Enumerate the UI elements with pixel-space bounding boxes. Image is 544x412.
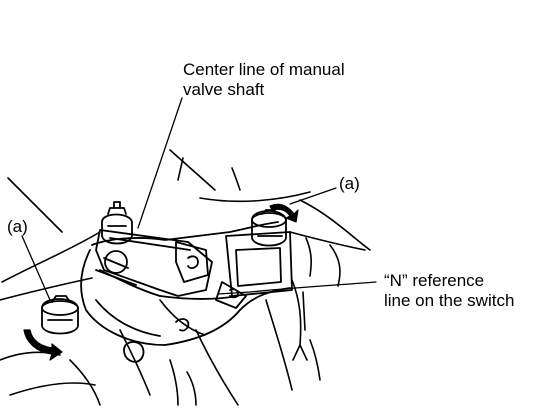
rotation-arrow-right — [269, 203, 299, 223]
shaft-bolt — [101, 201, 133, 245]
center-line-callout-line2: valve shaft — [183, 80, 265, 99]
mounting-bolt-right — [251, 209, 287, 247]
center-line-callout-line1: Center line of manual — [183, 60, 345, 79]
n-reference-callout-line1: “N” reference — [384, 271, 485, 290]
manual-valve-lever — [95, 229, 213, 297]
leader-a-left — [21, 235, 51, 301]
leader-center-line — [137, 97, 183, 229]
mounting-bolt-left — [41, 295, 79, 335]
rotation-arrow-left — [23, 329, 63, 361]
case-background-lines — [0, 149, 371, 406]
center-line-callout: Center line of manual valve shaft — [183, 60, 345, 100]
bolt-a-left-label: (a) — [7, 217, 28, 236]
n-reference-callout: “N” reference line on the switch — [384, 271, 514, 311]
n-reference-callout-line2: line on the switch — [384, 291, 515, 310]
leader-n-reference — [217, 281, 377, 295]
bolt-a-right-label: (a) — [339, 174, 360, 193]
leader-a-right — [289, 187, 337, 205]
leader-lines — [21, 97, 377, 301]
